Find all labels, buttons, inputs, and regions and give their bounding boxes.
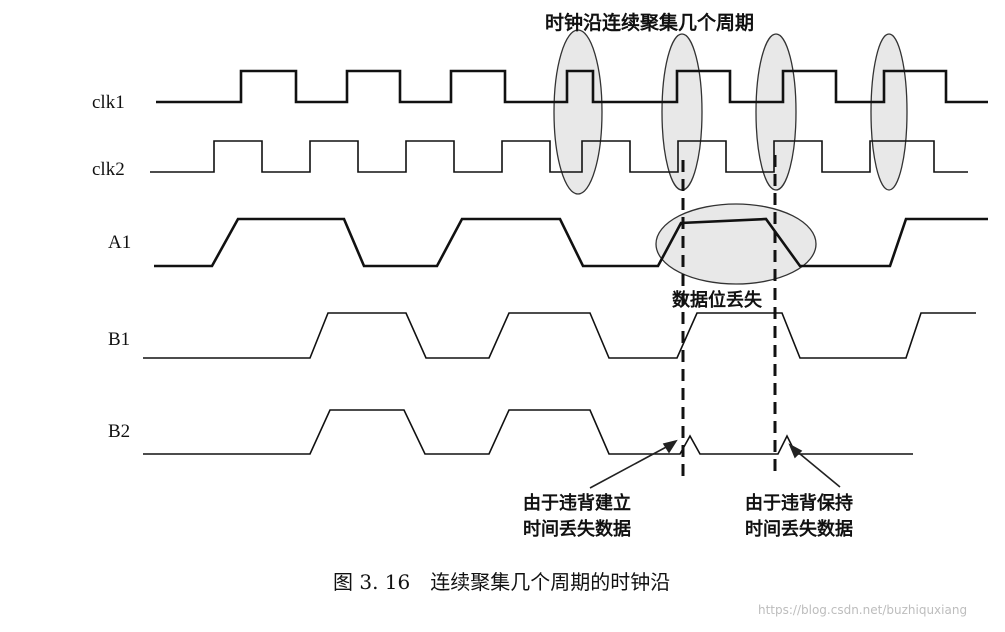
hold-annotation-line1: 由于违背保持 xyxy=(745,492,853,514)
data-loss-ellipse xyxy=(655,203,817,285)
setup-annotation-line1: 由于违背建立 xyxy=(523,492,631,514)
clock-edge-highlights xyxy=(553,29,908,285)
annotation-arrows xyxy=(589,439,841,489)
top-title: 时钟沿连续聚集几个周期 xyxy=(545,11,754,34)
clock-edge-ellipse-1 xyxy=(553,29,603,195)
clock-edge-ellipse-3 xyxy=(755,33,797,191)
hold-annotation-line2: 时间丢失数据 xyxy=(745,518,853,540)
signal-label-A1: A1 xyxy=(108,232,131,253)
B2-waveform xyxy=(143,409,913,455)
waveforms xyxy=(143,69,988,455)
hold-arrowhead xyxy=(788,443,803,459)
setup-annotation-line2: 时间丢失数据 xyxy=(523,518,631,540)
signal-label-B1: B1 xyxy=(108,329,130,350)
hold-arrow xyxy=(793,448,841,488)
data-loss-label: 数据位丢失 xyxy=(672,289,763,311)
clk2-waveform xyxy=(150,140,968,173)
setup-arrow xyxy=(589,444,671,489)
figure-caption: 图 3. 16 连续聚集几个周期的时钟沿 xyxy=(333,570,670,594)
reference-lines xyxy=(681,155,777,476)
signal-label-B2: B2 xyxy=(108,421,130,442)
signal-label-clk1: clk1 xyxy=(92,92,125,113)
A1-waveform xyxy=(154,217,988,268)
signal-label-clk2: clk2 xyxy=(92,159,125,180)
setup-arrowhead xyxy=(662,439,678,454)
B1-waveform xyxy=(143,312,976,359)
clk1-waveform xyxy=(156,69,988,104)
clock-edge-ellipse-4 xyxy=(870,33,908,191)
watermark-text: https://blog.csdn.net/buzhiquxiang xyxy=(758,603,967,617)
